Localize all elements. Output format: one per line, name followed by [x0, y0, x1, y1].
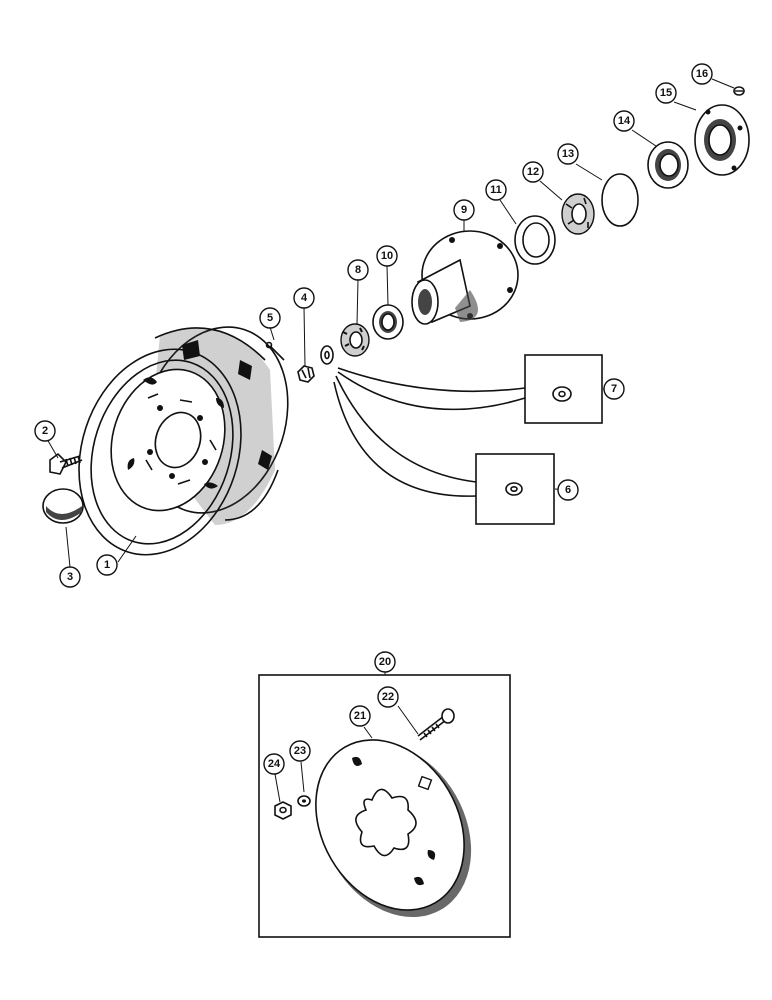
svg-text:5: 5: [267, 312, 273, 324]
callout-15: 15: [655, 82, 677, 104]
svg-text:10: 10: [381, 250, 393, 262]
detail-box-20: [258, 674, 511, 938]
wheel-bolt: [49, 452, 83, 475]
inner-bearing-cup: [372, 304, 404, 340]
svg-text:11: 11: [490, 184, 502, 196]
callout-14: 14: [613, 110, 635, 132]
inner-bearing-cone: [340, 323, 370, 357]
wheel-hub: [411, 230, 519, 325]
callout-11: 11: [485, 179, 507, 201]
detail-bands: [333, 367, 526, 497]
leader-lines: [46, 78, 735, 803]
oil-seal: [647, 141, 689, 189]
svg-text:21: 21: [354, 710, 366, 722]
hub-cap: [42, 488, 84, 524]
svg-text:7: 7: [611, 383, 617, 395]
callout-2: 2: [34, 420, 56, 442]
svg-text:4: 4: [301, 292, 308, 304]
svg-text:20: 20: [379, 656, 391, 668]
callout-21: 21: [349, 705, 371, 727]
outer-bearing-cone: [561, 193, 595, 235]
svg-text:8: 8: [355, 264, 361, 276]
callout-22: 22: [377, 686, 399, 708]
callout-20: 20: [374, 651, 396, 673]
wheel-weight-plate: [315, 739, 472, 918]
callout-24: 24: [263, 753, 285, 775]
callout-4: 4: [293, 287, 315, 309]
outer-bearing-cup: [514, 215, 556, 265]
svg-text:1: 1: [104, 559, 110, 571]
wheel-rim: [78, 326, 289, 556]
seal-retainer: [694, 104, 750, 176]
callout-8: 8: [347, 259, 369, 281]
svg-text:13: 13: [562, 148, 574, 160]
svg-text:12: 12: [527, 166, 539, 178]
detail-box-7: [524, 354, 603, 424]
callout-3: 3: [59, 566, 81, 588]
callout-5: 5: [259, 307, 281, 329]
callout-1: 1: [96, 554, 118, 576]
weight-nut: [274, 801, 292, 820]
retainer-screw: [733, 86, 745, 96]
callout-13: 13: [557, 143, 579, 165]
weight-bolt: [417, 708, 455, 741]
svg-text:15: 15: [660, 87, 672, 99]
callout-10: 10: [376, 245, 398, 267]
nut-4: [297, 365, 315, 383]
callout-7: 7: [603, 378, 625, 400]
callout-23: 23: [289, 740, 311, 762]
svg-text:3: 3: [67, 571, 73, 583]
svg-text:16: 16: [696, 68, 708, 80]
callout-12: 12: [522, 161, 544, 183]
svg-text:22: 22: [382, 691, 394, 703]
svg-text:24: 24: [268, 758, 281, 770]
svg-text:6: 6: [565, 484, 571, 496]
svg-text:14: 14: [618, 115, 631, 127]
callout-6: 6: [557, 479, 579, 501]
lock-washer: [297, 795, 311, 807]
washer-small: [320, 345, 334, 365]
detail-box-6: [475, 453, 555, 525]
svg-text:2: 2: [42, 425, 48, 437]
snap-ring: [601, 173, 639, 227]
svg-text:23: 23: [294, 745, 306, 757]
callout-16: 16: [691, 63, 713, 85]
svg-text:9: 9: [461, 204, 467, 216]
callout-9: 9: [453, 199, 475, 221]
cotter-pin: [265, 341, 285, 361]
